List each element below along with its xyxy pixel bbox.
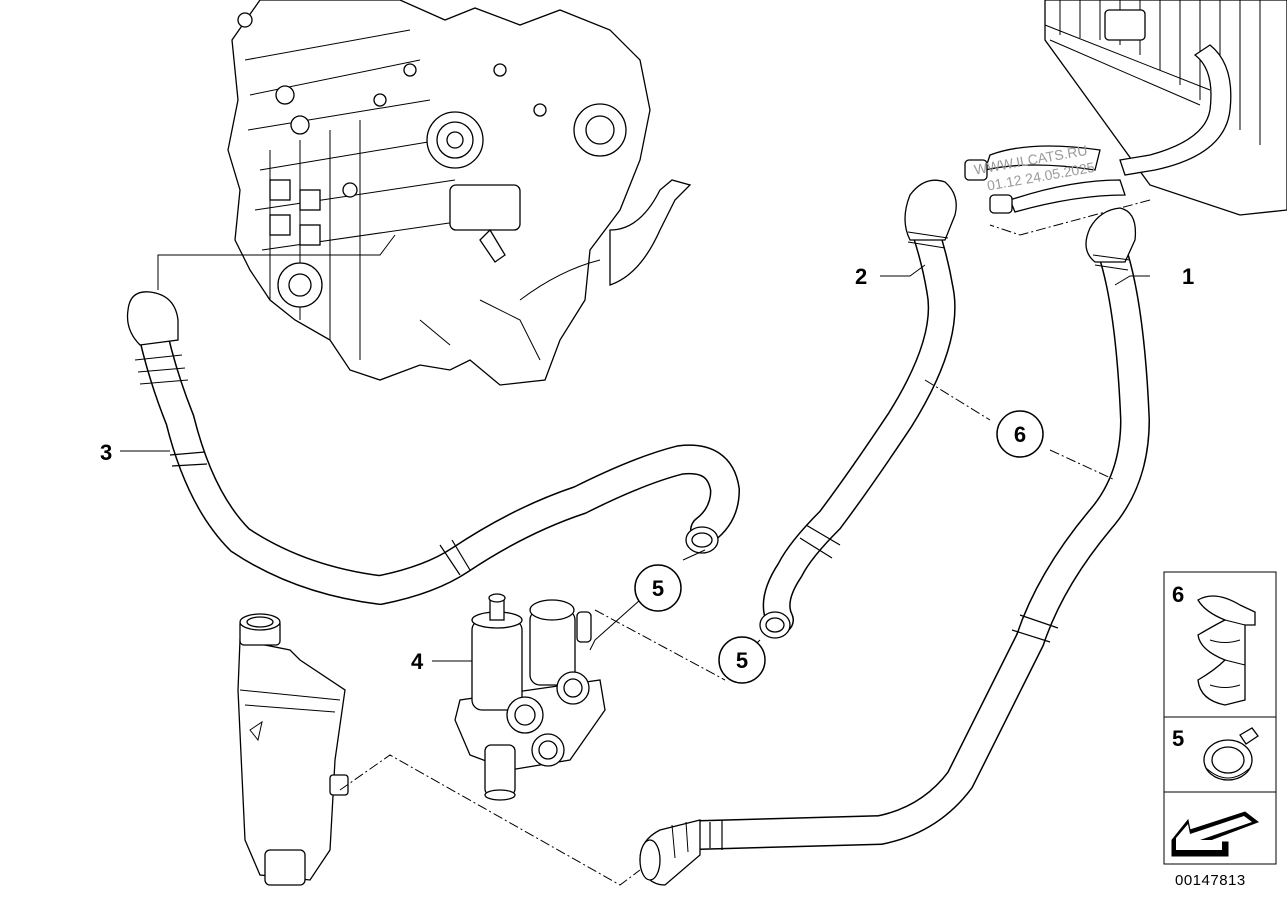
callout-4: 4 — [411, 649, 424, 674]
callout-5b-circle: 5 — [718, 636, 766, 684]
callout-6-circle: 6 — [996, 410, 1044, 458]
legend-item-6-label: 6 — [1172, 582, 1184, 607]
callout-5a: 5 — [652, 576, 664, 601]
engine-block — [227, 0, 692, 386]
callout-5b: 5 — [736, 648, 748, 673]
hose-1 — [639, 207, 1151, 886]
hose-2 — [759, 179, 957, 639]
callout-1: 1 — [1182, 264, 1194, 289]
water-valve-pump — [454, 593, 606, 801]
callout-3: 3 — [100, 440, 112, 465]
hose-clip-icon — [1197, 595, 1256, 706]
direction-arrow-icon — [1171, 811, 1260, 857]
hose-3 — [126, 291, 741, 606]
diagram-number: 00147813 — [1175, 872, 1246, 889]
heater-core — [964, 0, 1287, 236]
legend-item-5-label: 5 — [1172, 726, 1184, 751]
legend-panel: 6 5 — [1163, 571, 1277, 865]
callout-5a-circle: 5 — [634, 564, 682, 612]
callout-2: 2 — [855, 264, 867, 289]
hose-clamp-icon — [1203, 727, 1259, 781]
expansion-tank — [237, 613, 349, 886]
callout-6: 6 — [1014, 422, 1026, 447]
